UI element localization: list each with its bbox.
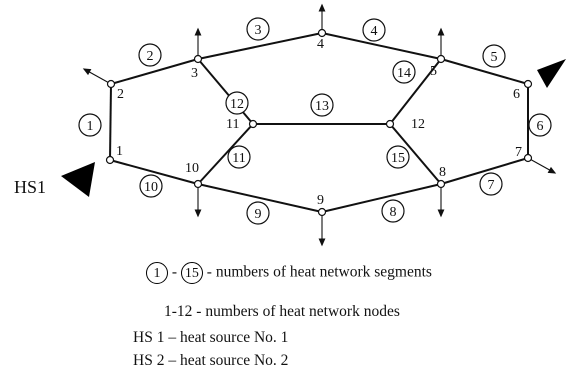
node-label-11: 11 bbox=[226, 117, 239, 132]
svg-text:1: 1 bbox=[87, 119, 94, 134]
segment-label-5: 5 bbox=[482, 44, 506, 68]
svg-text:2: 2 bbox=[147, 49, 154, 64]
segment-line-2 bbox=[110, 58, 199, 85]
node-8 bbox=[436, 179, 446, 189]
segment-line-5 bbox=[440, 58, 529, 85]
svg-text:5: 5 bbox=[491, 50, 498, 65]
segment-line-14 bbox=[389, 58, 442, 125]
heat-source-2-triangle bbox=[537, 59, 566, 88]
node-3 bbox=[193, 54, 203, 64]
consumer-arrow-node-10 bbox=[194, 184, 202, 218]
segment-label-11: 11 bbox=[227, 145, 251, 169]
consumer-arrow-node-5 bbox=[437, 27, 445, 59]
svg-text:14: 14 bbox=[397, 66, 411, 81]
segment-line-7 bbox=[440, 157, 529, 185]
svg-text:6: 6 bbox=[537, 119, 544, 134]
node-9 bbox=[317, 207, 327, 217]
consumer-arrow-node-2 bbox=[82, 68, 112, 85]
node-12 bbox=[385, 119, 395, 129]
segment-label-2: 2 bbox=[138, 43, 162, 67]
legend-segments: 1 - 15 - numbers of heat network segment… bbox=[146, 262, 432, 284]
segment-label-3: 3 bbox=[246, 17, 270, 41]
svg-text:3: 3 bbox=[255, 23, 262, 38]
node-10 bbox=[193, 179, 203, 189]
node-5 bbox=[436, 54, 446, 64]
legend-hs1-text: HS 1 – heat source No. 1 bbox=[133, 329, 289, 346]
segment-line-8 bbox=[321, 183, 442, 213]
segment-line-11 bbox=[197, 123, 254, 185]
node-label-5: 5 bbox=[430, 64, 437, 79]
node-label-3: 3 bbox=[191, 66, 198, 81]
svg-text:10: 10 bbox=[144, 180, 158, 195]
node-label-6: 6 bbox=[513, 87, 520, 102]
node-label-4: 4 bbox=[317, 37, 324, 52]
segment-line-3 bbox=[197, 32, 323, 60]
consumer-arrow-node-4 bbox=[318, 3, 326, 33]
consumer-arrow-node-8 bbox=[437, 184, 445, 218]
segment-label-15: 15 bbox=[386, 145, 410, 169]
segment-label-14: 14 bbox=[392, 60, 416, 84]
svg-text:11: 11 bbox=[232, 151, 245, 166]
segment-line-12 bbox=[197, 58, 254, 125]
segment-label-4: 4 bbox=[362, 18, 386, 42]
segment-line-10 bbox=[109, 159, 199, 185]
node-7 bbox=[523, 153, 533, 163]
segment-line-1 bbox=[109, 83, 112, 161]
node-label-2: 2 bbox=[117, 87, 124, 102]
svg-text:9: 9 bbox=[255, 207, 262, 222]
node-2 bbox=[106, 79, 116, 89]
segment-line-9 bbox=[197, 183, 323, 213]
heat-source-1-label: HS1 bbox=[14, 177, 46, 197]
node-6 bbox=[523, 79, 533, 89]
node-label-12: 12 bbox=[411, 117, 425, 132]
node-4 bbox=[317, 28, 327, 38]
consumer-arrow-node-9 bbox=[318, 212, 326, 247]
segment-label-6: 6 bbox=[528, 113, 552, 137]
node-label-10: 10 bbox=[185, 161, 199, 176]
node-11 bbox=[248, 119, 258, 129]
segment-label-1: 1 bbox=[78, 113, 102, 137]
consumer-arrow-node-7 bbox=[527, 157, 557, 174]
legend-segment-circle-to: 15 bbox=[180, 262, 203, 284]
svg-text:7: 7 bbox=[488, 178, 495, 193]
node-label-7: 7 bbox=[515, 145, 522, 160]
segment-label-12: 12 bbox=[225, 91, 249, 115]
node-label-8: 8 bbox=[439, 165, 446, 180]
svg-text:4: 4 bbox=[371, 24, 378, 39]
segment-label-10: 10 bbox=[139, 174, 163, 198]
segment-line-15 bbox=[389, 123, 442, 185]
legend-segment-circle-from: 1 bbox=[146, 262, 168, 284]
segment-label-7: 7 bbox=[479, 172, 503, 196]
legend-hs2-text: HS 2 – heat source No. 2 bbox=[133, 352, 289, 369]
segment-label-9: 9 bbox=[246, 201, 270, 225]
svg-text:15: 15 bbox=[391, 151, 405, 166]
consumer-arrow-node-3 bbox=[194, 27, 202, 59]
node-label-9: 9 bbox=[317, 193, 324, 208]
heat-source-1-triangle bbox=[61, 162, 95, 197]
node-label-1: 1 bbox=[116, 144, 123, 159]
legend-segment-dash: - bbox=[171, 263, 178, 281]
segment-line-4 bbox=[321, 32, 442, 60]
segment-label-8: 8 bbox=[381, 199, 405, 223]
node-1 bbox=[105, 155, 115, 165]
legend-segments-text: - numbers of heat network segments bbox=[206, 263, 432, 281]
svg-text:8: 8 bbox=[390, 205, 397, 220]
segment-label-13: 13 bbox=[310, 93, 334, 117]
svg-text:13: 13 bbox=[315, 99, 329, 114]
legend-nodes-text: 1-12 - numbers of heat network nodes bbox=[164, 303, 400, 320]
svg-text:12: 12 bbox=[230, 97, 244, 112]
